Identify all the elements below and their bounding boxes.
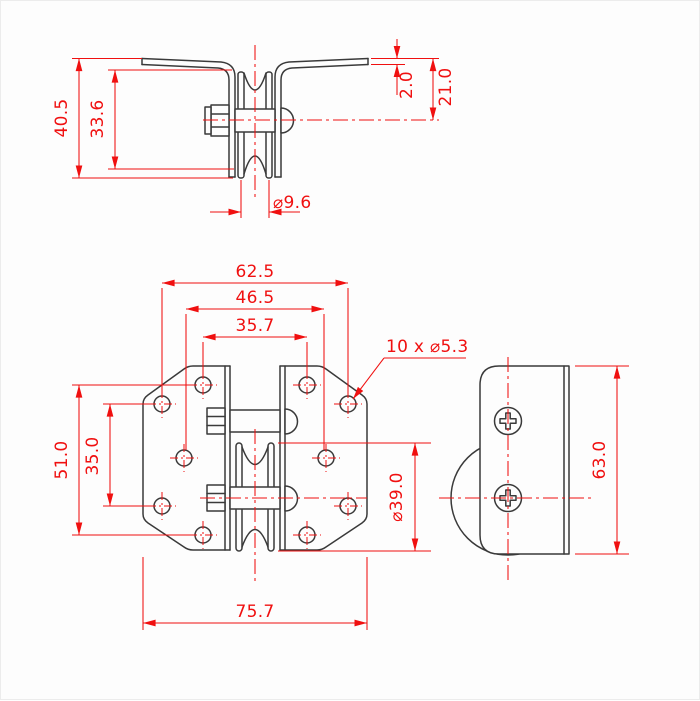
bolt-spacer (229, 409, 281, 433)
side-plate (479, 365, 570, 555)
dim-plan-pulley-diameter: ⌀39.0 (278, 442, 431, 552)
dim-plan-hole-span-outer: 62.5 (161, 262, 349, 398)
dim-label: 33.6 (88, 99, 108, 138)
dim-label: 63.0 (590, 440, 610, 479)
bolts-plan (206, 407, 299, 512)
front-view: 40.5 33.6 2.0 21.0 ⌀9.6 (52, 39, 456, 218)
dim-label: ⌀9.6 (273, 193, 311, 213)
right-wing-inner (280, 63, 369, 178)
dim-label: 75.7 (235, 602, 274, 622)
dim-label: 35.7 (235, 316, 274, 336)
wing-plates-plan (142, 365, 368, 551)
dim-label: ⌀39.0 (387, 472, 407, 522)
dim-label: 2.0 (397, 71, 417, 99)
dim-front-groove-diameter: ⌀9.6 (210, 180, 311, 218)
dim-label: 21.0 (436, 67, 456, 106)
dim-front-wing-to-axle: 21.0 (429, 58, 456, 120)
dim-front-pulley-height: 33.6 (88, 69, 234, 170)
dim-label: 62.5 (235, 262, 274, 282)
plan-view: 62.5 46.5 35.7 51.0 35.0 (52, 262, 468, 630)
left-wing-inner (141, 63, 230, 178)
dim-plan-hole-span-middle: 46.5 (185, 288, 325, 450)
dim-label: 46.5 (235, 288, 274, 308)
dome-nut (284, 408, 299, 435)
dim-plan-hole-pitch-tall: 51.0 (52, 384, 194, 536)
dim-label: 35.0 (83, 436, 103, 475)
side-view: 63.0 (439, 357, 629, 582)
callout-mounting-holes: 10 x ⌀5.3 (352, 337, 468, 400)
dim-label: 40.5 (52, 98, 72, 137)
dim-front-overall-height: 40.5 (52, 57, 233, 179)
left-wing-outer (141, 57, 236, 178)
dim-plan-hole-pitch-short: 35.0 (83, 403, 153, 507)
dim-front-flange-thickness: 2.0 (371, 39, 439, 99)
right-wing-plate (279, 365, 368, 551)
dim-plan-overall-width: 75.7 (142, 557, 368, 630)
right-wing-outer (274, 57, 369, 178)
dim-plan-hole-span-inner: 35.7 (202, 316, 308, 377)
dim-label: 51.0 (52, 440, 72, 479)
bracket-front (141, 57, 369, 178)
dim-side-overall-height: 63.0 (575, 365, 629, 555)
callout-label: 10 x ⌀5.3 (386, 337, 468, 357)
hex-head (206, 407, 226, 435)
pulley-groove-bottom (241, 528, 269, 548)
left-wing-plate (142, 365, 231, 551)
